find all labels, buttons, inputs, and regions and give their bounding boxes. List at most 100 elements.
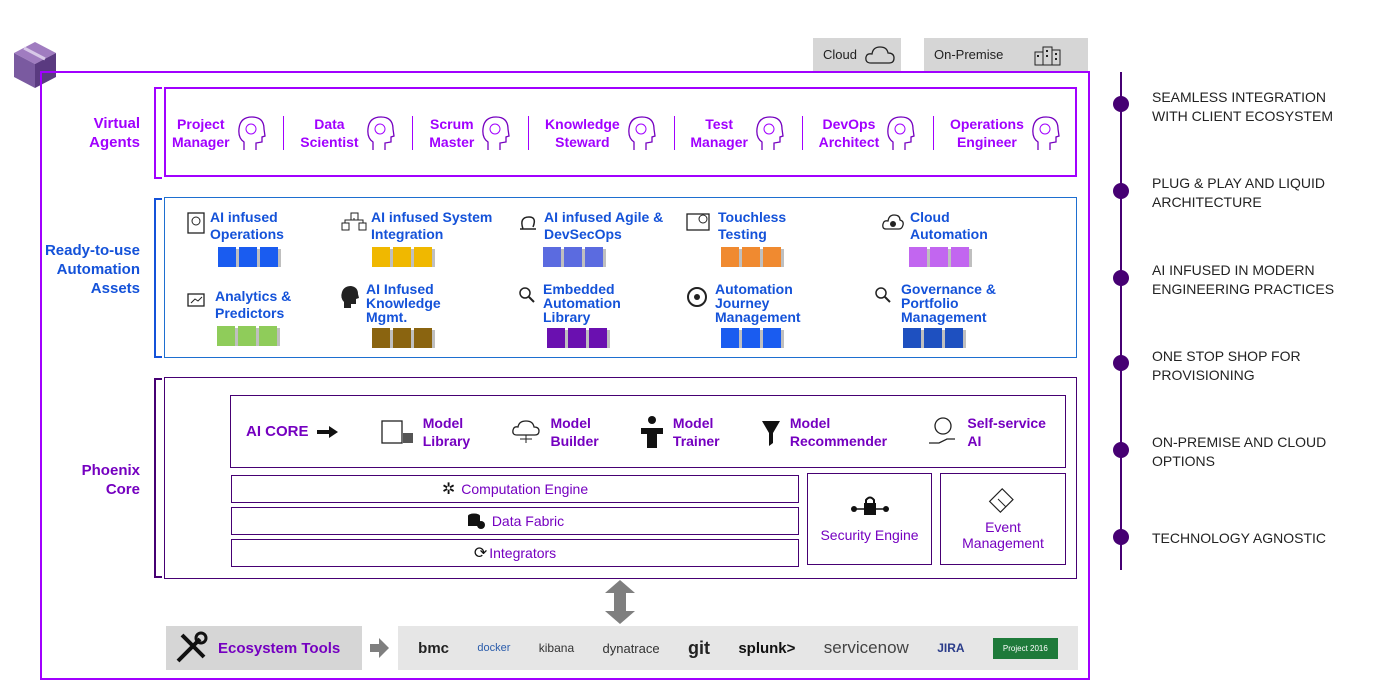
tools-icon [176,631,208,663]
ticket-icon [988,487,1014,514]
robot-head-icon [756,116,784,150]
cube [414,247,435,267]
cube [763,328,784,348]
git-logo: git [687,637,710,658]
robot-head-icon [887,116,916,150]
main-frame [40,71,1090,680]
agent-line1: Scrum [430,116,474,132]
cloud-label: Cloud [823,47,857,62]
cube [909,247,930,267]
splunk-logo: splunk> [738,639,796,657]
core-line2: Trainer [672,433,720,449]
cube [945,328,966,348]
cycle-gear-icon [687,287,707,307]
agent-line1: Project [177,116,225,132]
servicenow-logo: servicenow [823,638,909,657]
asset-title: Governance & Portfolio Management [901,281,996,325]
dynatrace-logo: dynatrace [602,640,660,656]
asset-cubes [721,247,798,267]
asset-title: Cloud Automation [910,209,988,242]
asset-cubes [372,328,456,348]
cube [218,247,239,267]
asset-cubes [217,326,305,346]
cube [393,328,414,348]
feature-item: PLUG & PLAY AND LIQUID ARCHITECTURE [1152,175,1325,210]
asset-touchless-testing: Touchless Testing [685,209,798,267]
testing-screen-icon [686,213,710,231]
analytics-icon [187,293,205,307]
cube [742,247,763,267]
security-engine: Security Engine [807,473,932,565]
asset-title: AI infused Operations [210,209,284,242]
asset-title: AI infused System Integration [371,209,493,242]
asset-title: Embedded Automation Library [543,281,621,325]
kibana-logo: kibana [538,641,575,655]
asset-cubes [903,328,1011,348]
agent-line1: Test [705,116,734,132]
core-line2: Recommender [789,433,888,449]
cloud-icon [865,45,895,64]
asset-cubes [547,328,638,348]
timeline-dot [1113,355,1129,371]
timeline-dot [1113,96,1129,112]
timeline-dot [1113,270,1129,286]
virtual-agents-brace [154,87,162,179]
cube [260,247,281,267]
asset-cubes [909,247,1000,267]
cube [763,247,784,267]
operations-icon [187,212,205,234]
integrators-label: Integrators [489,545,557,561]
hand-brain-icon [929,417,956,444]
cube [543,247,564,267]
docker-logo: docker [477,642,511,654]
asset-cubes [372,247,506,267]
separator [801,116,803,150]
onprem-tab: On-Premise [924,38,1088,71]
jira-logo: JIRA [937,641,965,655]
timeline-line [1120,72,1122,570]
asset-title: AI infused Agile & DevSecOps [544,209,664,242]
asset-ai-ops: AI infused Operations [185,209,300,267]
agent-line2: Manager [690,134,748,150]
ecosystem-label-box: Ecosystem Tools [166,626,362,670]
timeline-dot [1113,183,1129,199]
ai-core-box [230,395,1066,468]
cube [903,328,924,348]
core-line2: Builder [550,433,599,449]
core-line2: Library [422,433,471,449]
cube [721,328,742,348]
core-line1: Model [550,415,591,431]
feature-item: AI INFUSED IN MODERN ENGINEERING PRACTIC… [1152,262,1335,297]
virtual-agents-box [164,87,1077,177]
onprem-label: On-Premise [934,47,1004,62]
event-management: Event Management [940,473,1066,565]
robot-head-icon [627,116,656,150]
cube [564,247,585,267]
data-fabric-label: Data Fabric [491,513,565,529]
cube [930,247,951,267]
database-icon [467,513,485,529]
cube [589,328,610,348]
virtual-agents-label: Virtual Agents [89,115,140,151]
separator [412,116,414,150]
ecosystem-label: Ecosystem Tools [218,639,341,657]
phoenix-core-box [164,377,1077,579]
core-line2: AI [967,433,982,449]
funnel-icon [761,421,780,446]
refresh-icon: ⟳ [473,545,488,562]
asset-ai-system-integration: AI infused System Integration [340,209,506,267]
asset-title: Analytics & Predictors [215,288,292,321]
brain-head-icon [341,286,359,308]
network-icon [341,212,367,231]
separator [933,116,935,150]
cube [259,326,280,346]
